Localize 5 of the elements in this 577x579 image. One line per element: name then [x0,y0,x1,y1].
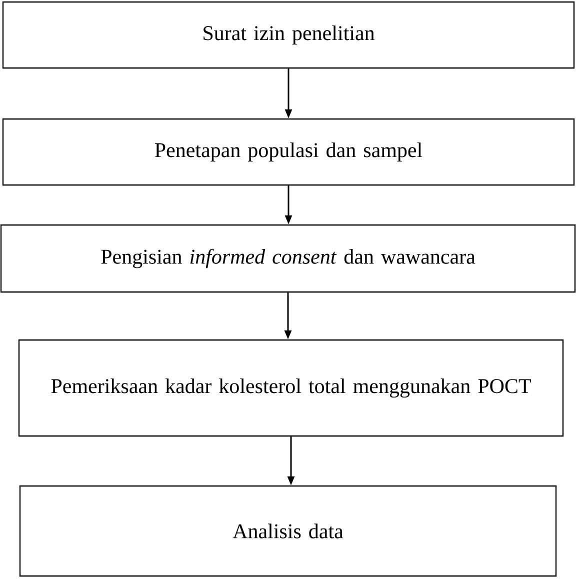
process-box: Pengisian informed consent dan wawancara [0,224,576,293]
process-box: Analisis data [19,485,557,577]
process-box: Pemeriksaan kadar kolesterol total menggunakan POCT [18,339,564,437]
process-box: Penetapan populasi dan sampel [2,118,575,186]
process-box: Surat izin penelitian [2,1,575,69]
